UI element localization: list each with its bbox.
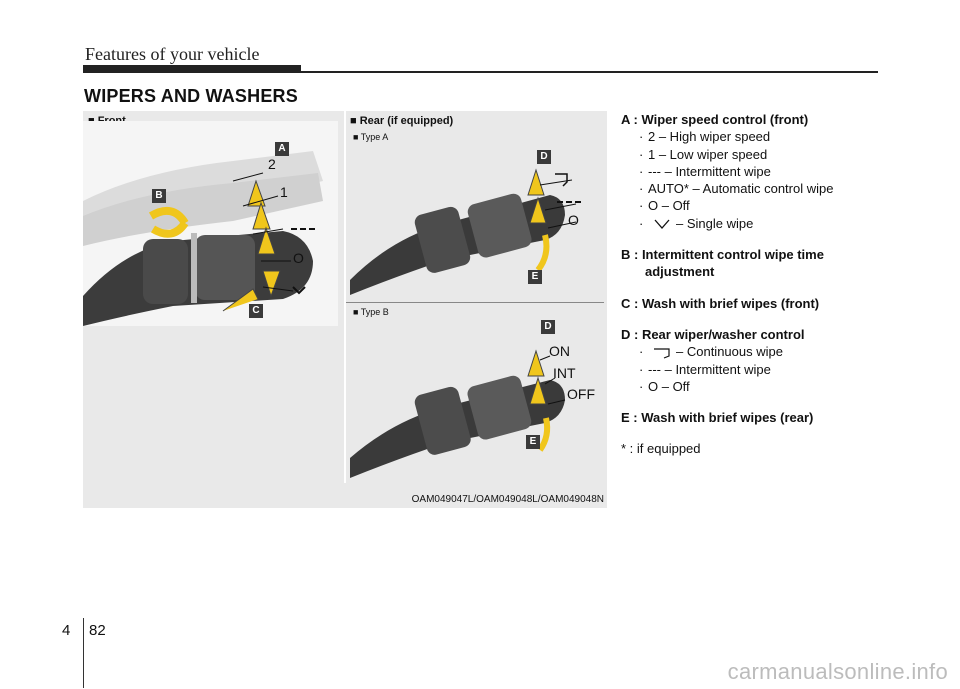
rear-b-mark-off: OFF [567,386,595,402]
callout-b: B [152,189,166,203]
page-number-divider [83,618,84,688]
callout-e-type-a: E [528,270,542,284]
front-mark-1: 1 [280,184,288,200]
callout-c: C [249,304,263,318]
desc-a-heading: A : Wiper speed control (front) [621,112,809,127]
rear-label: ■ Rear (if equipped) [350,115,454,127]
header-rule [83,71,878,73]
section-number: 4 [62,622,71,639]
callout-a: A [275,142,289,156]
rear-type-a-illustration [350,168,581,295]
page-header-title: Features of your vehicle [85,44,260,64]
figure-caption: OAM049047L/OAM049048L/OAM049048N [411,494,604,505]
continuous-wipe-icon [654,348,670,359]
rear-a-mark-off: O [568,212,579,228]
figure-divider-horizontal [346,302,604,303]
desc-d-item: ·O – Off [639,378,690,394]
type-a-label: ■ Type A [353,132,389,142]
desc-c-heading: C : Wash with brief wipes (front) [621,295,820,311]
rear-b-mark-int: INT [553,365,576,381]
callout-d-type-b: D [541,320,555,334]
front-mark-2: 2 [268,156,276,172]
front-wiper-lever-illustration [83,121,338,326]
description-column: A : Wiper speed control (front) ·2 – Hig… [621,111,911,458]
type-b-label: ■ Type B [353,307,389,317]
header-accent-bar [83,65,301,73]
single-wipe-icon [654,219,670,230]
front-mark-off: O [293,250,304,266]
desc-a-item: ·O – Off [639,198,690,214]
rear-b-mark-on: ON [549,343,570,359]
desc-e-heading: E : Wash with brief wipes (rear) [621,410,814,426]
page-number: 82 [89,622,106,639]
callout-e-type-b: E [526,435,540,449]
callout-d-type-a: D [537,150,551,164]
footnote: * : if equipped [621,441,701,457]
rear-type-b-illustration [350,349,566,478]
figure-divider-vertical [344,111,346,483]
desc-a-item-single: ·– Single wipe [639,215,754,231]
desc-a-item: ·2 – High wiper speed [639,129,771,145]
section-title: WIPERS AND WASHERS [84,86,298,106]
desc-d-heading: D : Rear wiper/washer control [621,326,805,342]
desc-a-item: ·1 – Low wiper speed [639,146,768,162]
watermark: carmanualsonline.info [727,659,948,684]
desc-a-item: ·--- – Intermittent wipe [639,163,771,179]
desc-b-heading: B : Intermittent control wipe time [621,247,824,263]
desc-b-heading-cont: adjustment [645,264,715,280]
desc-d-item: ·– Continuous wipe [639,344,783,360]
desc-a-item: ·AUTO* – Automatic control wipe [639,181,834,197]
desc-d-item: ·--- – Intermittent wipe [639,361,771,377]
